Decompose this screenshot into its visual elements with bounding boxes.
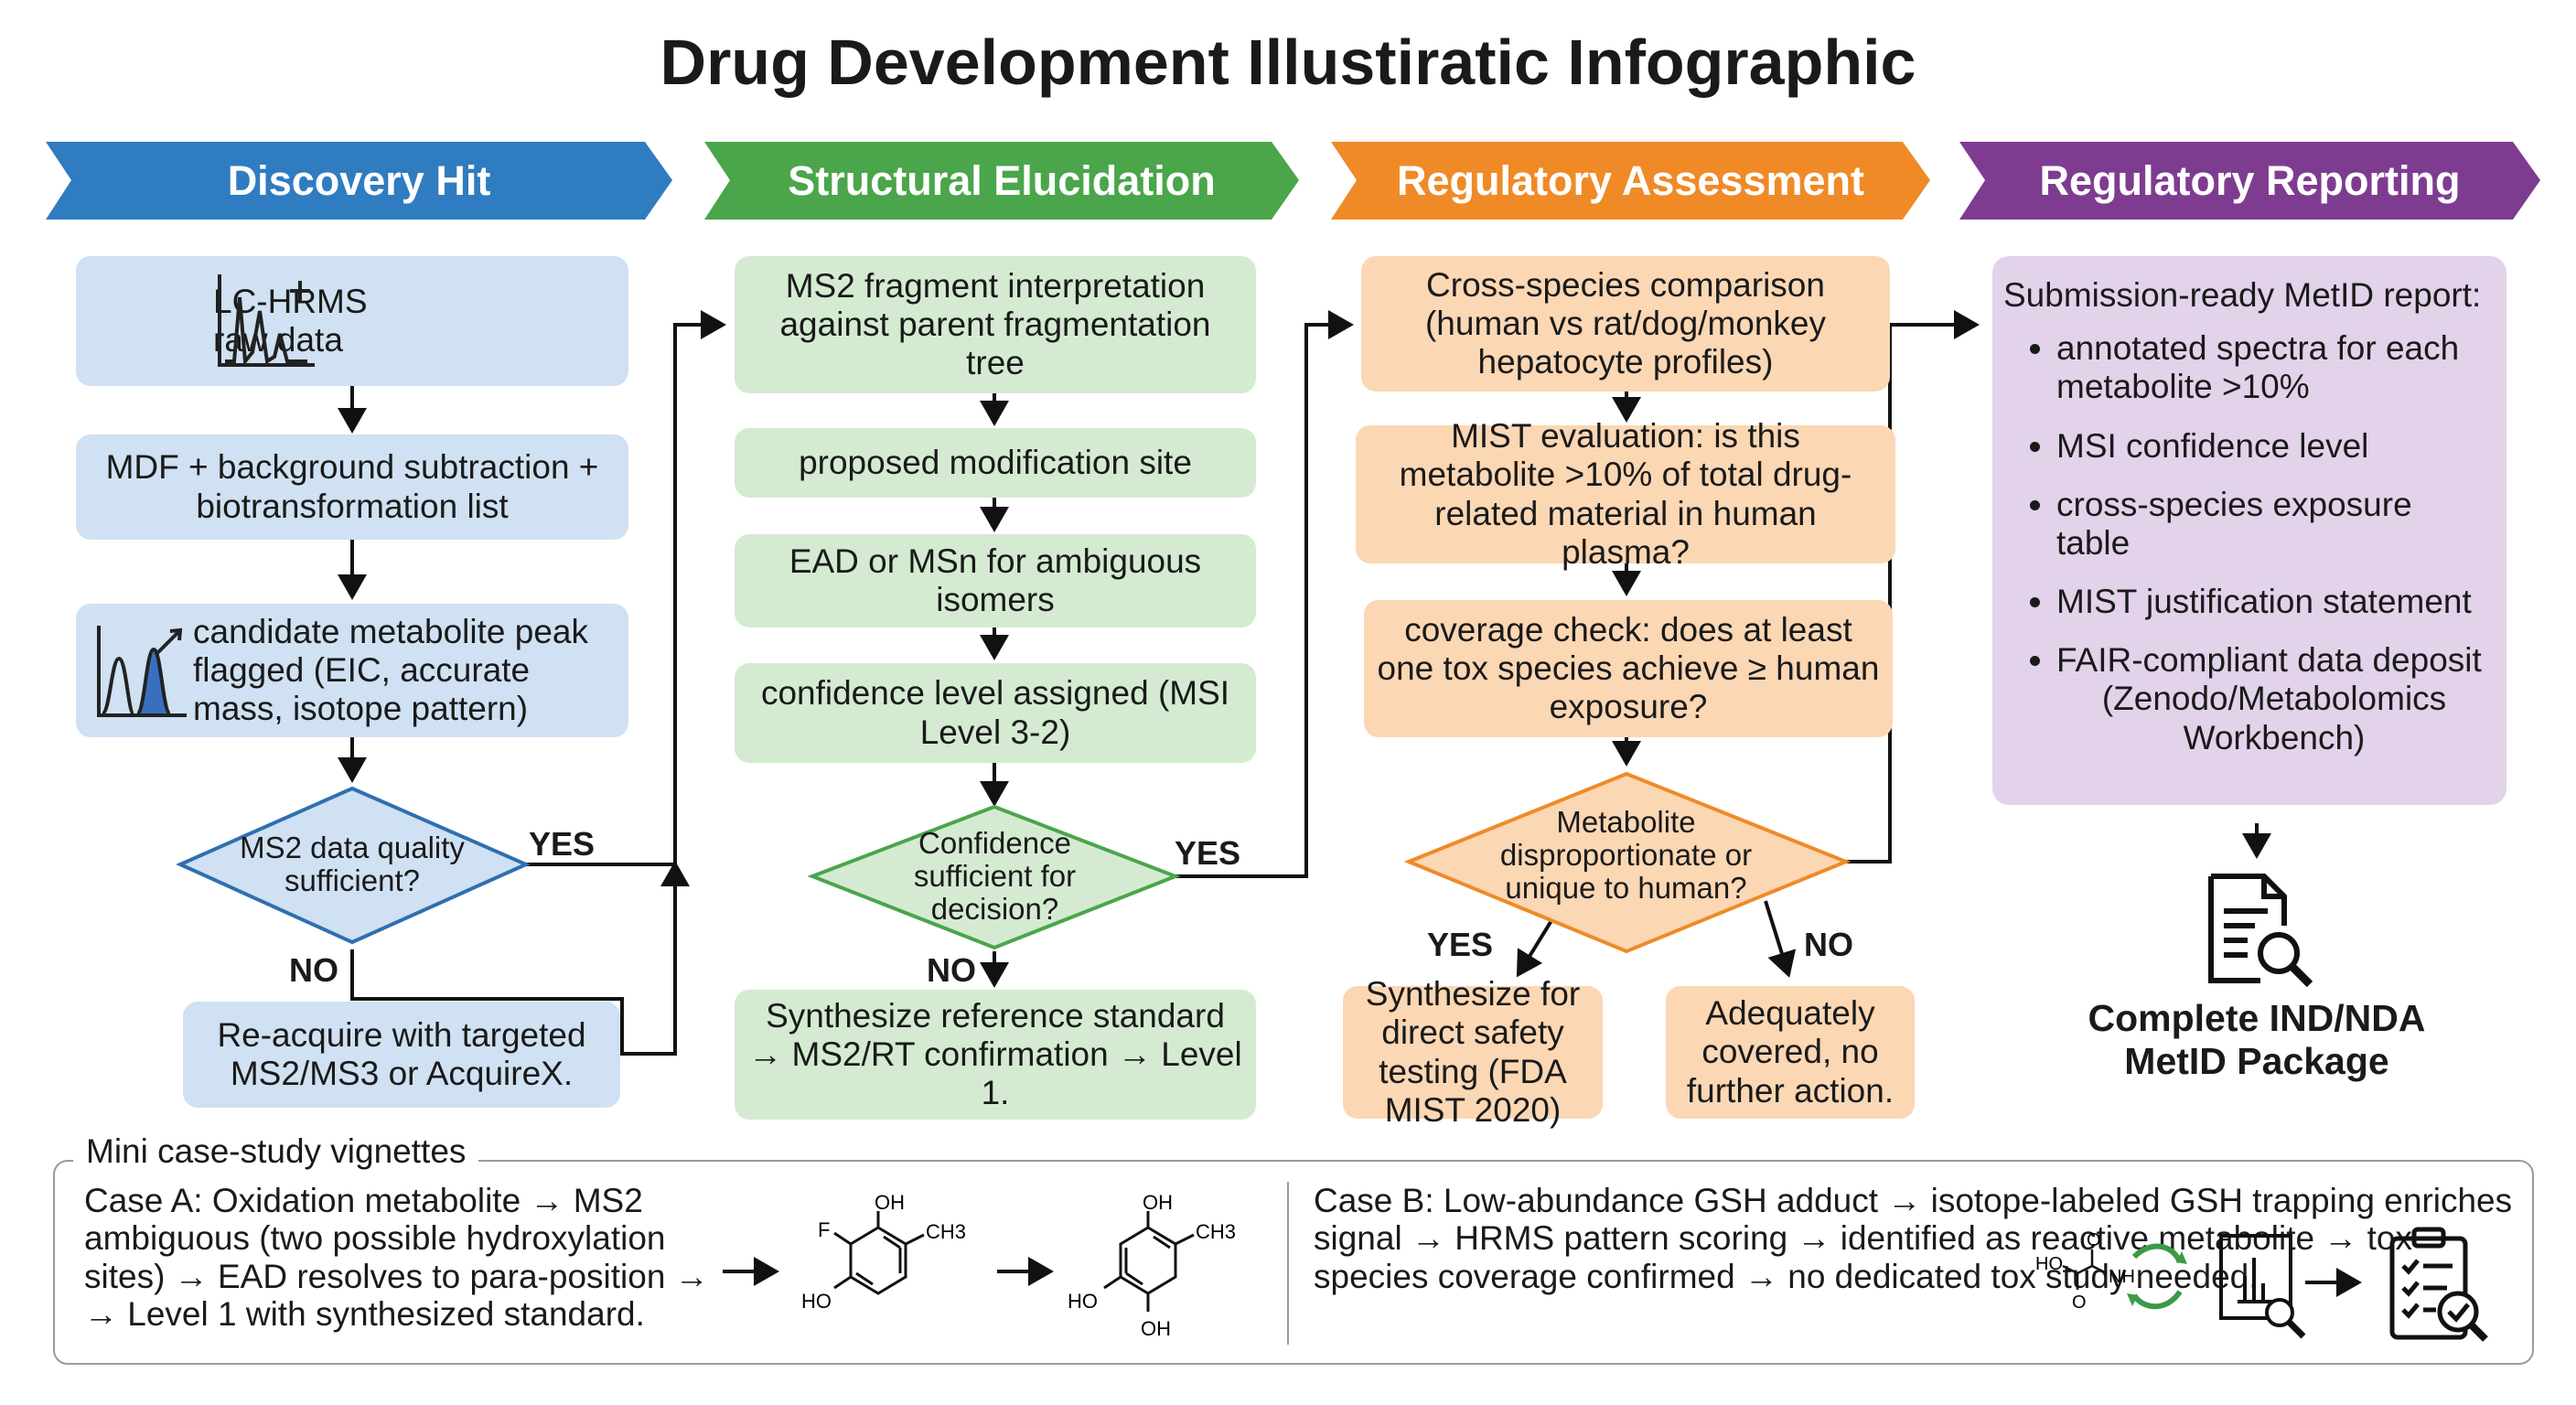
report-items-list: annotated spectra for each metabolite >1… [2003, 329, 2492, 757]
case-a-text: Case A: Oxidation metabolite → MS2 ambig… [84, 1182, 709, 1334]
confidence-question: Confidence sufficient for decision? [913, 825, 1077, 927]
metid-report-box: Submission-ready MetID report: annotated… [1992, 256, 2506, 805]
report-item: cross-species exposure table [2056, 486, 2492, 563]
ms2-yes-label: YES [529, 825, 596, 863]
lc-hrms-raw-data-box: LC-HRMS raw data [76, 256, 628, 386]
candidate-label: candidate metabolite peak flagged (EIC, … [193, 612, 588, 728]
decision-diamond-ms2 [176, 786, 531, 945]
molecule-methyl-hydroquinone-icon: OH CH3 HO OH [1068, 1191, 1236, 1340]
stage-regulatory-reporting: Regulatory Reporting [1959, 142, 2540, 220]
stage-label: Discovery Hit [227, 156, 491, 204]
molecule-fluoro-methyl-phenol-icon: OH F CH3 HO [801, 1191, 966, 1313]
peak-chart-icon [97, 626, 187, 717]
adequately-covered-box: Adequately covered, no further action. [1666, 986, 1915, 1119]
mol1-ch3: CH3 [926, 1220, 966, 1243]
checklist-clipboard-icon [2389, 1227, 2488, 1342]
stage-regulatory-assessment: Regulatory Assessment [1331, 142, 1930, 220]
gsh-o-bottom: O [2072, 1292, 2087, 1313]
ms2-no-label: NO [289, 951, 338, 989]
gsh-o-top: O [2087, 1230, 2101, 1250]
complete-package-label: Complete IND/NDA MetID Package [2088, 997, 2426, 1083]
confidence-no-label: NO [927, 951, 976, 989]
document-search-icon [2208, 874, 2313, 988]
decision-diamond-metabolite [1403, 771, 1852, 954]
mol1-f: F [818, 1218, 830, 1241]
synthesize-reference-box: Synthesize reference standard → MS2/RT c… [735, 990, 1256, 1120]
mdf-box: MDF + background subtraction + biotransf… [76, 434, 628, 540]
decision-diamond-confidence [807, 804, 1181, 950]
disproportionate-question: Metabolite disproportionate or unique to… [1499, 804, 1753, 906]
stage-label: Regulatory Assessment [1396, 156, 1865, 204]
stage-discovery-hit: Discovery Hit [46, 142, 672, 220]
mol2-oh-top: OH [1143, 1191, 1173, 1214]
metabolite-no-label: NO [1804, 926, 1853, 963]
case-b-text: Case B: Low-abundance GSH adduct → isoto… [1314, 1182, 2539, 1295]
report-item: MSI confidence level [2056, 427, 2492, 466]
gsh-trapping-icon: HO O O NH [2035, 1230, 2187, 1313]
report-item: MIST justification statement [2056, 583, 2492, 621]
mini-case-frame [53, 1160, 2534, 1365]
report-item-continuation: (Zenodo/Metabolomics Workbench) [2101, 680, 2447, 756]
chevron-shape [46, 142, 672, 220]
mist-evaluation-box: MIST evaluation: is this metabolite >10%… [1356, 417, 1895, 571]
report-heading: Submission-ready MetID report: [2003, 276, 2482, 314]
mol2-ho: HO [1068, 1290, 1098, 1313]
confidence-level-box: confidence level assigned (MSI Level 3-2… [735, 663, 1256, 763]
mini-case-title: Mini case-study vignettes [73, 1132, 479, 1171]
ms2-fragment-box: MS2 fragment interpretation against pare… [735, 256, 1256, 393]
synthesize-safety-box: Synthesize for direct safety testing (FD… [1343, 975, 1603, 1129]
gsh-ho: HO [2035, 1254, 2063, 1274]
chevron-shape [1331, 142, 1930, 220]
cross-species-box: Cross-species comparison (human vs rat/d… [1361, 256, 1890, 391]
reacquire-box: Re-acquire with targeted MS2/MS3 or Acqu… [183, 1002, 620, 1108]
gsh-nh: NH [2109, 1267, 2135, 1287]
mol1-ho: HO [801, 1290, 832, 1313]
chevron-shape [704, 142, 1299, 220]
mol2-ch3: CH3 [1196, 1220, 1236, 1243]
coverage-check-box: coverage check: does at least one tox sp… [1364, 600, 1893, 737]
page-title: Drug Development Illustiratic Infographi… [660, 27, 1916, 98]
mol1-oh: OH [875, 1191, 905, 1214]
stage-label: Regulatory Reporting [2039, 156, 2461, 204]
stage-structural-elucidation: Structural Elucidation [704, 142, 1299, 220]
mol2-oh-bottom: OH [1141, 1317, 1171, 1340]
confidence-yes-label: YES [1175, 834, 1241, 872]
spectrum-plus-icon [218, 274, 315, 367]
case-b-line: Case B: Low-abundance GSH adduct → isoto… [1314, 1182, 2513, 1295]
ms2-quality-question: MS2 data quality sufficient? [240, 830, 465, 897]
report-item: annotated spectra for each metabolite >1… [2056, 329, 2492, 406]
ead-msn-box: EAD or MSn for ambiguous isomers [735, 534, 1256, 627]
metabolite-yes-label: YES [1427, 926, 1494, 963]
report-item-text: FAIR-compliant data deposit [2056, 641, 2482, 680]
spectrum-search-icon [2219, 1234, 2306, 1339]
modification-site-box: proposed modification site [735, 428, 1256, 498]
report-item: FAIR-compliant data deposit (Zenodo/Meta… [2056, 641, 2492, 757]
chevron-shape [1959, 142, 2540, 220]
stage-label: Structural Elucidation [788, 156, 1216, 204]
